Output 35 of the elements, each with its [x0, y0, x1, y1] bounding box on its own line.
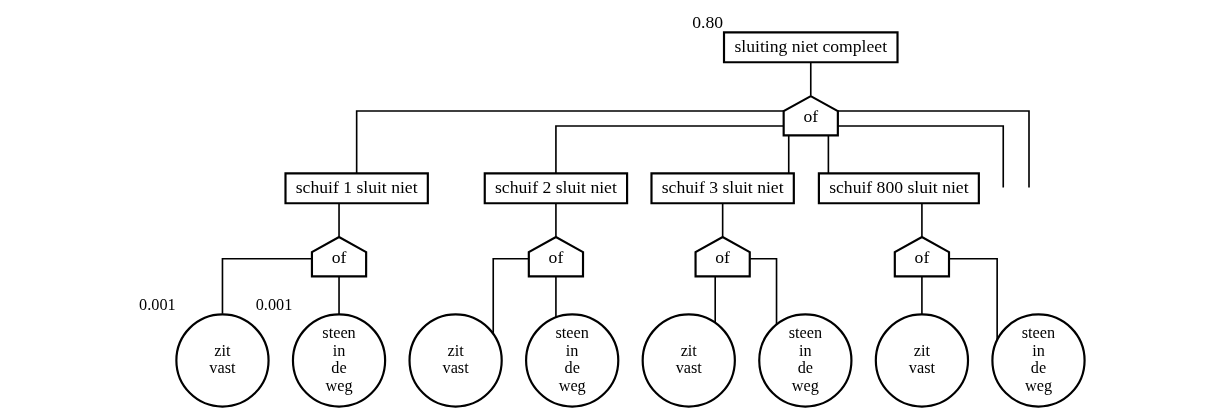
connector — [920, 275, 923, 315]
node-circle: steen in de weg — [291, 313, 386, 408]
connector — [836, 125, 1004, 189]
node-circle: zit vast — [174, 313, 270, 408]
connector — [713, 275, 716, 324]
connector — [337, 275, 340, 315]
node-box: schuif 1 sluit niet — [283, 172, 429, 205]
node-circle: steen in de weg — [757, 313, 852, 408]
node-circle: zit vast — [407, 313, 503, 408]
connector — [809, 61, 812, 97]
connector — [827, 134, 829, 174]
connector — [920, 202, 923, 238]
connector — [554, 125, 784, 175]
connector — [221, 258, 312, 315]
connector — [947, 258, 998, 341]
connector — [554, 202, 557, 238]
node-circle: zit vast — [874, 313, 969, 408]
node-circle: zit vast — [641, 313, 736, 408]
node-box: schuif 2 sluit niet — [483, 172, 628, 205]
connector — [836, 110, 1030, 189]
connector — [787, 134, 790, 174]
node-circle: steen in de weg — [990, 313, 1086, 408]
node-label: 0.80 — [691, 11, 723, 32]
node-box: sluiting niet compleet — [722, 31, 899, 64]
node-label: 0.001 — [255, 295, 292, 314]
connector — [748, 258, 777, 326]
node-label: 0.001 — [138, 295, 176, 314]
connector — [337, 202, 340, 238]
connector — [554, 275, 557, 318]
node-box: schuif 800 sluit niet — [817, 172, 980, 205]
node-circle: steen in de weg — [524, 313, 619, 408]
connector — [355, 110, 785, 174]
connector — [491, 258, 529, 335]
connector — [721, 202, 723, 238]
node-box: schuif 3 sluit niet — [649, 172, 795, 205]
